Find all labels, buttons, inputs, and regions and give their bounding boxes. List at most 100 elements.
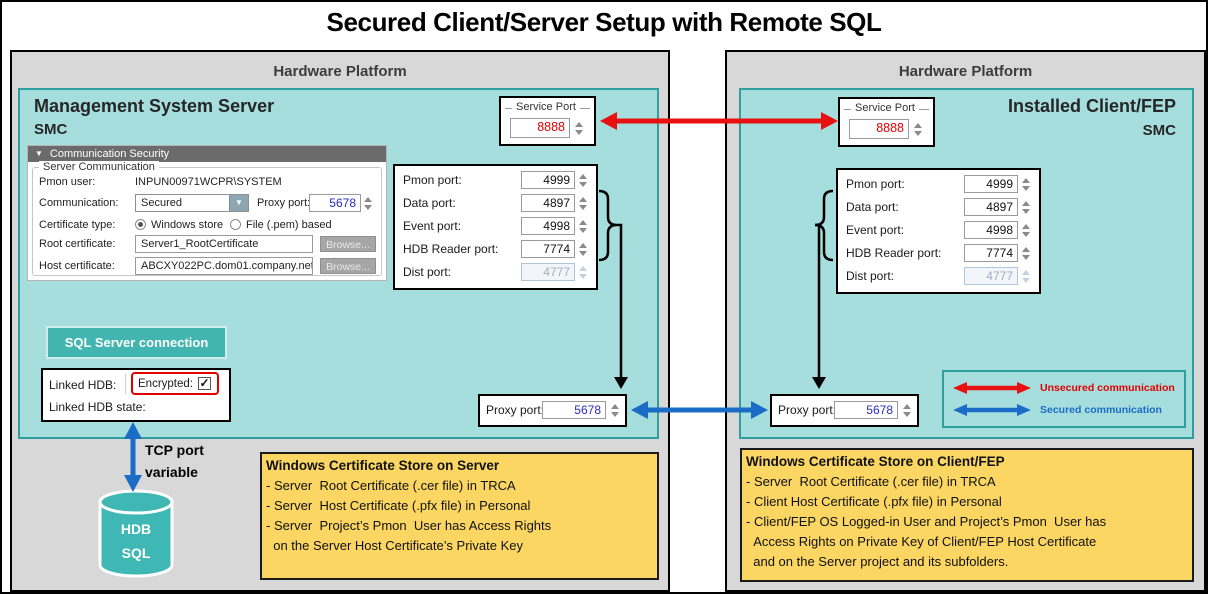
data-port-input[interactable]: 4897 (964, 198, 1018, 216)
hdb-reader-port-label: HDB Reader port: (846, 246, 942, 260)
host-certificate-browse-button[interactable]: Browse... (320, 258, 376, 274)
linked-hdb-box: Linked HDB: Encrypted: ✓ Linked HDB stat… (41, 368, 231, 422)
event-port-spinner[interactable] (1020, 221, 1032, 239)
event-port-input[interactable]: 4998 (964, 221, 1018, 239)
hdb-cylinder-line1: HDB (120, 521, 152, 537)
event-port-spinner[interactable] (577, 217, 589, 235)
client-proxy-port-input[interactable]: 5678 (834, 401, 898, 419)
data-port-input[interactable]: 4897 (521, 194, 575, 212)
collapse-arrow-icon: ▼ (35, 149, 43, 158)
certificate-type-label: Certificate type: (39, 219, 116, 231)
data-port-spinner[interactable] (1020, 198, 1032, 216)
windows-store-radio[interactable] (135, 219, 146, 230)
note-line: on the Server Host Certificate’s Private… (266, 538, 523, 553)
server-certificate-note: Windows Certificate Store on Server - Se… (260, 452, 659, 580)
right-hardware-platform: Hardware Platform Installed Client/FEP S… (725, 50, 1206, 592)
root-certificate-label: Root certificate: (39, 238, 116, 250)
host-certificate-input[interactable]: ABCXY022PC.dom01.company.net (135, 257, 313, 275)
dist-port-input: 4777 (964, 267, 1018, 285)
event-port-input[interactable]: 4998 (521, 217, 575, 235)
note-line: - Server Root Certificate (.cer file) in… (266, 478, 516, 493)
host-certificate-label: Host certificate: (39, 260, 115, 272)
dropdown-arrow-icon[interactable]: ▼ (229, 195, 248, 211)
note-line: and on the Server project and its subfol… (746, 554, 1009, 569)
communication-security-header[interactable]: ▼ Communication Security (28, 146, 386, 162)
client-proxy-port-spinner[interactable] (901, 401, 913, 419)
communication-dropdown[interactable]: Secured ▼ (135, 194, 249, 212)
unsecured-communication-label: Unsecured communication (1040, 382, 1175, 394)
root-certificate-browse-button[interactable]: Browse... (320, 236, 376, 252)
server-panel-title: Management System Server (34, 96, 275, 116)
client-proxy-port-box: Proxy port: 5678 (770, 394, 919, 427)
service-port-input[interactable]: 8888 (510, 118, 570, 138)
pmon-user-label: Pmon user: (39, 176, 96, 188)
root-certificate-input[interactable]: Server1_RootCertificate (135, 235, 313, 253)
pmon-port-spinner[interactable] (577, 171, 589, 189)
client-panel-title: Installed Client/FEP (1007, 96, 1176, 116)
linked-hdb-divider (125, 374, 126, 394)
data-port-spinner[interactable] (577, 194, 589, 212)
right-platform-header: Hardware Platform (898, 63, 1033, 80)
encrypted-checkbox[interactable]: ✓ (197, 376, 211, 390)
data-port-label: Data port: (403, 196, 456, 210)
communication-dropdown-value: Secured (141, 197, 182, 209)
encrypted-label: Encrypted: (138, 377, 193, 390)
server-proxy-port-label: Proxy port: (486, 403, 545, 417)
linked-hdb-state-label: Linked HDB state: (49, 400, 146, 414)
hdb-reader-port-input[interactable]: 7774 (964, 244, 1018, 262)
note-line: - Client/FEP OS Logged-in User and Proje… (746, 514, 1107, 529)
hdb-reader-port-label: HDB Reader port: (403, 242, 499, 256)
server-certificate-note-title: Windows Certificate Store on Server (266, 458, 500, 473)
pmon-port-label: Pmon port: (846, 177, 905, 191)
dist-port-input: 4777 (521, 263, 575, 281)
communication-label: Communication: (39, 197, 119, 209)
secured-arrow-icon (953, 404, 1031, 416)
service-port-box: Service Port 8888 (499, 96, 596, 146)
communication-security-panel: ▼ Communication Security Server Communica… (27, 145, 387, 281)
service-port-label: Service Port (512, 101, 580, 113)
sql-server-connection-button[interactable]: SQL Server connection (46, 326, 227, 359)
tcp-note-line2: variable (145, 464, 198, 480)
hdb-sql-database: HDB SQL (97, 489, 175, 579)
diagram-title: Secured Client/Server Setup with Remote … (326, 7, 882, 37)
dist-port-spinner (577, 263, 589, 281)
client-certificate-note-title: Windows Certificate Store on Client/FEP (746, 454, 1005, 469)
server-proxy-port-spinner[interactable] (609, 401, 621, 419)
client-service-port-spinner[interactable] (912, 120, 924, 138)
windows-store-radio-label[interactable]: Windows store (151, 219, 224, 231)
proxy-port-input[interactable]: 5678 (309, 194, 361, 212)
server-communication-group: Server Communication Pmon user: INPUN009… (32, 161, 382, 276)
service-port-spinner[interactable] (573, 119, 585, 137)
note-line: Access Rights on Private Key of Client/F… (746, 534, 1097, 549)
unsecured-arrow-icon (953, 382, 1031, 394)
client-service-port-label: Service Port (851, 102, 919, 114)
client-service-port-box: Service Port 8888 (838, 97, 935, 147)
hdb-reader-port-spinner[interactable] (1020, 244, 1032, 262)
client-proxy-port-label: Proxy port: (778, 403, 837, 417)
hdb-reader-port-spinner[interactable] (577, 240, 589, 258)
note-line: - Client Host Certificate (.pfx file) in… (746, 494, 1002, 509)
client-service-port-input[interactable]: 8888 (849, 119, 909, 139)
hdb-cylinder-line2: SQL (121, 545, 151, 561)
secured-communication-label: Secured communication (1040, 404, 1162, 416)
event-port-label: Event port: (846, 223, 905, 237)
proxy-port-spinner[interactable] (362, 194, 374, 212)
file-pem-radio[interactable] (230, 219, 241, 230)
client-panel-subtitle: SMC (1142, 122, 1176, 139)
note-line: - Server Host Certificate (.pfx file) in… (266, 498, 531, 513)
pmon-port-spinner[interactable] (1020, 175, 1032, 193)
server-proxy-port-box: Proxy port: 5678 (478, 394, 627, 427)
file-pem-radio-label[interactable]: File (.pem) based (246, 219, 332, 231)
server-proxy-port-input[interactable]: 5678 (542, 401, 606, 419)
client-certificate-note: Windows Certificate Store on Client/FEP … (740, 448, 1194, 582)
dist-port-label: Dist port: (403, 265, 452, 279)
server-communication-label: Server Communication (39, 161, 159, 173)
pmon-port-input[interactable]: 4999 (521, 171, 575, 189)
hdb-reader-port-input[interactable]: 7774 (521, 240, 575, 258)
communication-security-title: Communication Security (49, 148, 170, 160)
dist-port-spinner (1020, 267, 1032, 285)
pmon-port-label: Pmon port: (403, 173, 462, 187)
proxy-port-label: Proxy port: (257, 197, 311, 209)
pmon-port-input[interactable]: 4999 (964, 175, 1018, 193)
